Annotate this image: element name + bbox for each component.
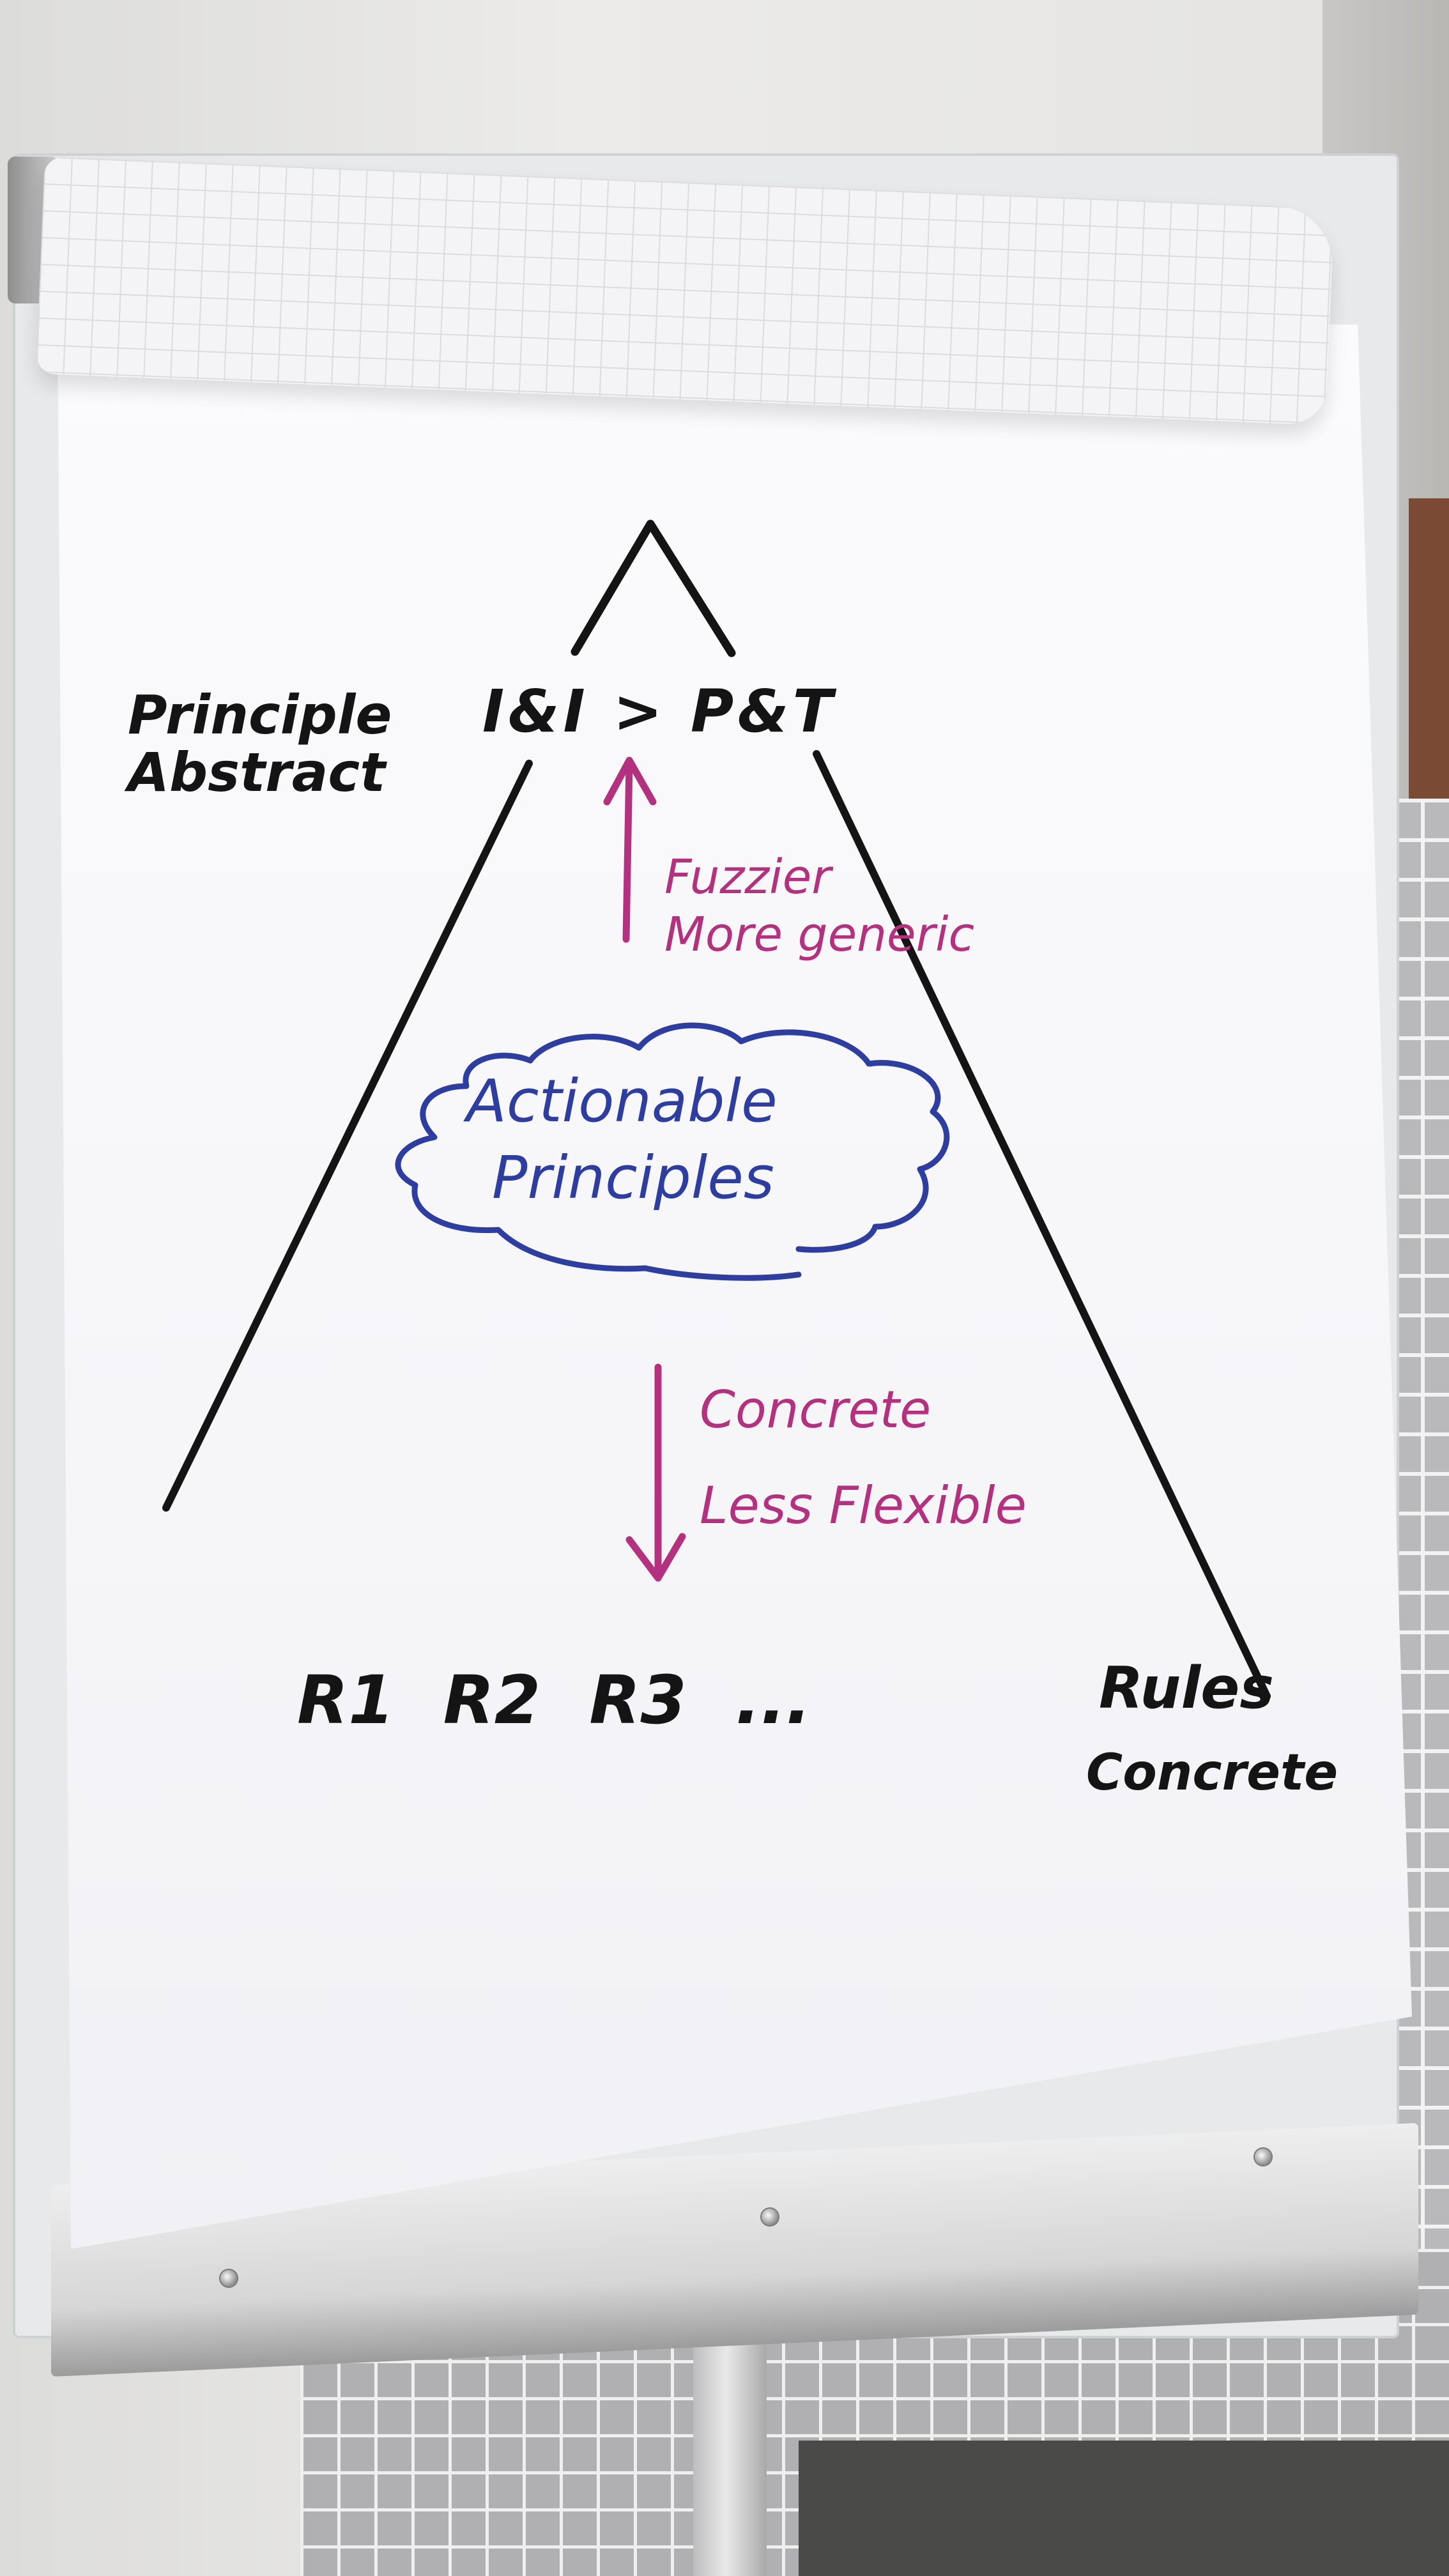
up-arrow-head [603, 756, 657, 806]
up-arrow-shaft [622, 760, 633, 943]
floor [799, 2441, 1449, 2576]
cloud-outline [395, 1022, 950, 1281]
left-label-principle: Principle [128, 684, 392, 746]
down-arrow-label-less-flexible: Less Flexible [700, 1476, 1027, 1535]
top-label: I&I > P&T [482, 677, 837, 746]
right-label-rules: Rules [1099, 1655, 1274, 1722]
triangle-apex [571, 519, 736, 657]
rules-list: R1 R2 R3 ... [297, 1661, 811, 1739]
left-label-abstract: Abstract [128, 741, 386, 804]
up-arrow-label-more-generic: More generic [664, 907, 975, 962]
triangle-right-side [813, 750, 1271, 1700]
flipchart-paper [57, 313, 1412, 2249]
right-label-concrete: Concrete [1086, 1744, 1338, 1802]
screw-icon [1255, 2149, 1271, 2165]
down-arrow-head [625, 1533, 686, 1582]
screw-icon [220, 2270, 237, 2287]
cloud-label-actionable: Actionable [466, 1067, 778, 1135]
down-arrow-label-concrete: Concrete [700, 1380, 931, 1439]
door-edge [1409, 498, 1449, 818]
triangle-left-side [162, 760, 533, 1512]
up-arrow-label-fuzzier: Fuzzier [664, 850, 831, 905]
screw-icon [762, 2209, 778, 2225]
cloud-label-principles: Principles [492, 1144, 774, 1212]
